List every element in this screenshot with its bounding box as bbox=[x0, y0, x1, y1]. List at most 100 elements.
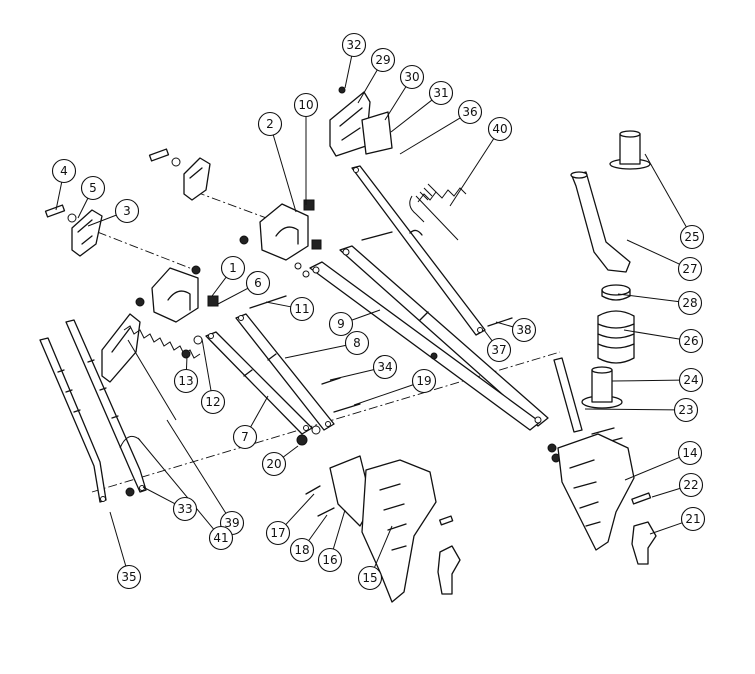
callout-7: 7 bbox=[232, 424, 258, 450]
callout-28: 28 bbox=[677, 290, 703, 316]
leader-line-29 bbox=[357, 69, 378, 104]
leader-line-25 bbox=[644, 153, 687, 228]
leader-line-24 bbox=[611, 379, 680, 382]
callout-number: 36 bbox=[462, 105, 477, 119]
callout-circle bbox=[257, 111, 283, 137]
leader-line-9 bbox=[351, 309, 381, 321]
callout-circle bbox=[289, 537, 315, 563]
callout-6: 6 bbox=[245, 270, 271, 296]
leader-line-36 bbox=[399, 117, 461, 155]
callout-22: 22 bbox=[678, 472, 704, 498]
callout-number: 25 bbox=[684, 230, 699, 244]
callout-circle bbox=[200, 389, 226, 415]
leader-line-18 bbox=[308, 514, 328, 541]
callout-1: 1 bbox=[220, 255, 246, 281]
callout-number: 2 bbox=[266, 117, 274, 131]
callout-30: 30 bbox=[399, 64, 425, 90]
callout-32: 32 bbox=[341, 32, 367, 58]
callout-13: 13 bbox=[173, 368, 199, 394]
leader-line-35 bbox=[109, 511, 127, 567]
leader-line-7 bbox=[250, 395, 269, 428]
callout-number: 15 bbox=[362, 571, 377, 585]
callout-12: 12 bbox=[200, 389, 226, 415]
callout-circle bbox=[80, 175, 106, 201]
callout-38: 38 bbox=[511, 317, 537, 343]
callout-number: 14 bbox=[682, 446, 697, 460]
callout-number: 28 bbox=[682, 296, 697, 310]
callout-number: 40 bbox=[492, 122, 507, 136]
bracket-3 bbox=[71, 209, 103, 257]
callout-number: 21 bbox=[685, 512, 700, 526]
callout-number: 12 bbox=[205, 395, 220, 409]
callout-number: 4 bbox=[60, 164, 68, 178]
callout-number: 6 bbox=[254, 276, 262, 290]
callout-34: 34 bbox=[372, 354, 398, 380]
leader-line-34 bbox=[329, 369, 374, 381]
leader-line-17 bbox=[285, 493, 315, 525]
callout-number: 9 bbox=[337, 317, 345, 331]
leader-line-38 bbox=[495, 321, 514, 328]
callout-number: 17 bbox=[270, 526, 285, 540]
callout-circle bbox=[372, 354, 398, 380]
leader-line-21 bbox=[649, 522, 683, 535]
callout-number: 24 bbox=[683, 373, 698, 387]
callout-circle bbox=[678, 367, 704, 393]
callout-number: 18 bbox=[294, 543, 309, 557]
callout-circle bbox=[511, 317, 537, 343]
callout-24: 24 bbox=[678, 367, 704, 393]
callout-circle bbox=[261, 451, 287, 477]
leader-line-3 bbox=[87, 214, 117, 227]
leader-line-32 bbox=[344, 56, 353, 89]
callout-number: 10 bbox=[298, 98, 313, 112]
callout-15: 15 bbox=[357, 565, 383, 591]
callout-number: 19 bbox=[416, 374, 431, 388]
callout-9: 9 bbox=[328, 311, 354, 337]
callout-20: 20 bbox=[261, 451, 287, 477]
callout-number: 7 bbox=[241, 430, 249, 444]
callout-number: 11 bbox=[294, 302, 309, 316]
callout-circle bbox=[328, 311, 354, 337]
callout-circle bbox=[116, 564, 142, 590]
callout-circle bbox=[265, 520, 291, 546]
callout-circle bbox=[370, 47, 396, 73]
arm-9 bbox=[309, 245, 549, 431]
leader-line-26 bbox=[623, 329, 680, 340]
callout-circle bbox=[172, 496, 198, 522]
callout-circle bbox=[487, 116, 513, 142]
callout-number: 13 bbox=[178, 374, 193, 388]
callout-number: 5 bbox=[89, 181, 97, 195]
tube-24 bbox=[581, 366, 623, 409]
callout-circle bbox=[114, 198, 140, 224]
bracket-left-lower bbox=[101, 313, 141, 383]
callout-circle bbox=[411, 368, 437, 394]
callout-circle bbox=[486, 337, 512, 363]
leader-line-27 bbox=[626, 239, 680, 265]
callout-8: 8 bbox=[344, 330, 370, 356]
callout-number: 26 bbox=[683, 334, 698, 348]
callout-23: 23 bbox=[673, 397, 699, 423]
callout-40: 40 bbox=[487, 116, 513, 142]
callout-11: 11 bbox=[289, 296, 315, 322]
bracket-top-left bbox=[183, 157, 211, 201]
leader-line-4 bbox=[55, 182, 63, 211]
callout-circle bbox=[289, 296, 315, 322]
callout-18: 18 bbox=[289, 537, 315, 563]
callout-number: 27 bbox=[682, 262, 697, 276]
callout-number: 41 bbox=[213, 531, 228, 545]
callout-circle bbox=[677, 440, 703, 466]
latch-21 bbox=[631, 521, 657, 565]
callout-circle bbox=[293, 92, 319, 118]
bracket-1 bbox=[151, 267, 219, 323]
callout-number: 22 bbox=[683, 478, 698, 492]
callout-36: 36 bbox=[457, 99, 483, 125]
callout-number: 1 bbox=[229, 261, 237, 275]
callout-circle bbox=[317, 547, 343, 573]
callout-circle bbox=[51, 158, 77, 184]
callout-circle bbox=[208, 525, 234, 551]
callout-circle bbox=[680, 506, 706, 532]
leader-line-40 bbox=[449, 138, 495, 207]
callout-circle bbox=[677, 256, 703, 282]
collar-28 bbox=[601, 284, 631, 301]
callout-circle bbox=[399, 64, 425, 90]
